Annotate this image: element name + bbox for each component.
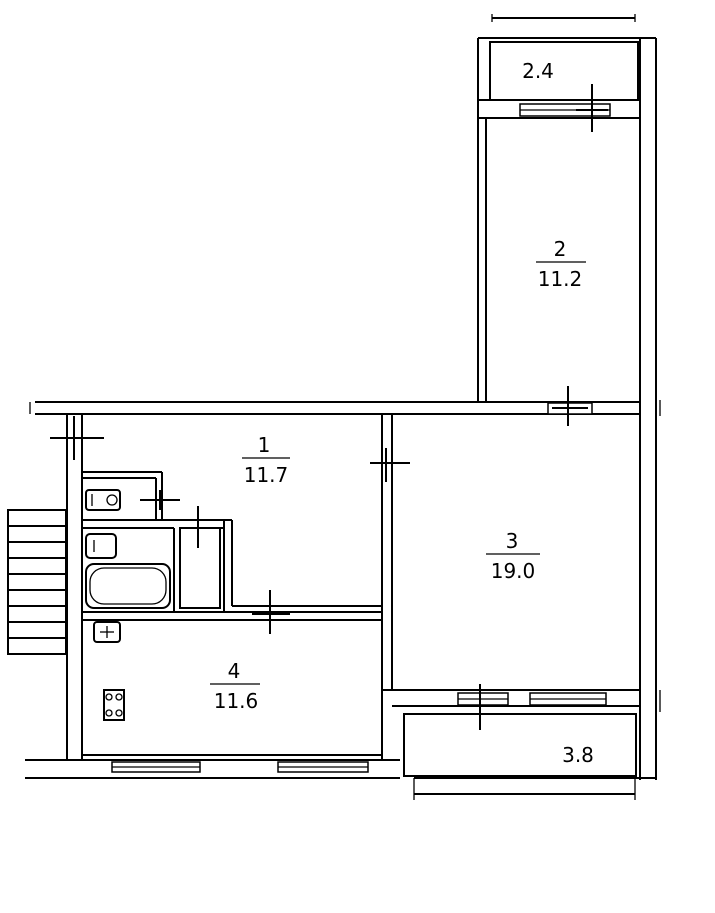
room-2-label: 2 11.2: [536, 237, 586, 291]
door-room2: [547, 386, 593, 426]
room-4-number: 4: [228, 659, 241, 683]
balcony-top-area: 2.4: [522, 59, 554, 83]
room3-walls: [370, 414, 640, 760]
room-1-number: 1: [258, 433, 271, 457]
room-4-label: 4 11.6: [210, 659, 260, 713]
balcony-bottom-area: 3.8: [562, 743, 594, 767]
room-3-number: 3: [506, 529, 519, 553]
room-3-label: 3 19.0: [486, 529, 540, 583]
room-2-area: 11.2: [538, 267, 583, 291]
bathroom-walls: [50, 416, 382, 634]
room-2-number: 2: [554, 237, 567, 261]
room-3-area: 19.0: [491, 559, 536, 583]
room-4-area: 11.6: [214, 689, 259, 713]
room-1-area: 11.7: [244, 463, 289, 487]
stairs: [7, 509, 67, 655]
room-1-label: 1 11.7: [242, 433, 290, 487]
balcony-top: [478, 41, 640, 132]
balcony-bottom: [403, 713, 637, 777]
kitchen-fixtures: [82, 621, 382, 773]
